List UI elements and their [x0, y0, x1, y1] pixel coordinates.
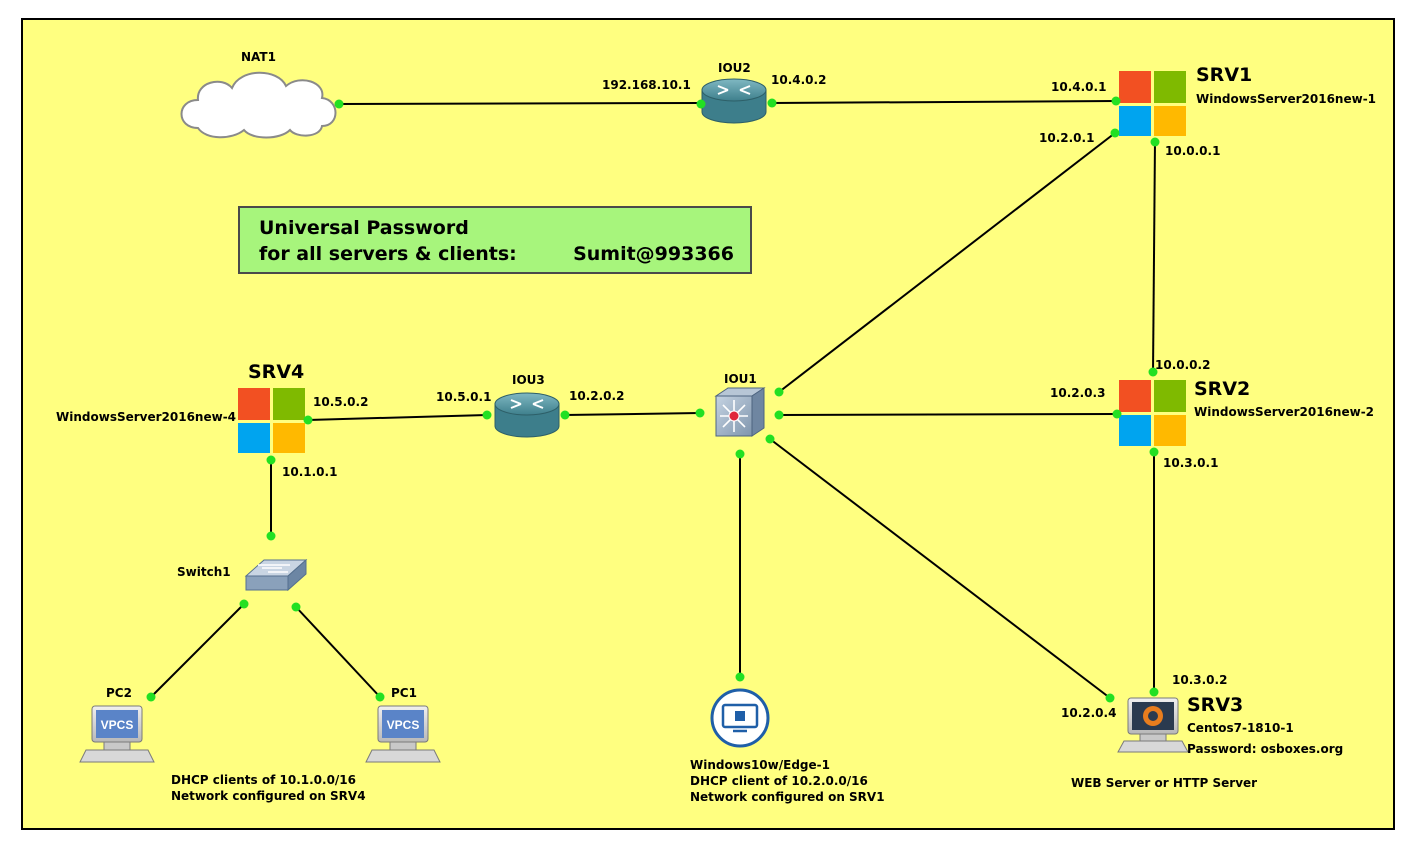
port-dot — [1149, 447, 1159, 457]
port-dot — [1149, 687, 1159, 697]
port-dot — [767, 98, 777, 108]
centos-computer-icon[interactable] — [1117, 697, 1189, 753]
node-label-nat1: NAT1 — [241, 50, 276, 64]
vpcs-computer-icon[interactable] — [79, 705, 155, 763]
node-label-pc2: PC2 — [106, 686, 132, 700]
ip-label: 10.0.0.1 — [1165, 144, 1221, 158]
port-dot — [1105, 693, 1115, 703]
ip-label: 10.0.0.2 — [1155, 358, 1211, 372]
node-label-srv4: SRV4 — [248, 361, 305, 383]
dhcp-note-line2: Network configured on SRV4 — [171, 789, 366, 803]
port-dot — [774, 410, 784, 420]
node-label-srv1: SRV1 — [1196, 64, 1253, 86]
link-iou1-srv2[interactable] — [778, 413, 1118, 416]
link-srv4-iou3[interactable] — [307, 414, 488, 421]
cloud-icon[interactable] — [180, 71, 337, 139]
node-label-iou2: IOU2 — [718, 61, 751, 75]
port-dot — [695, 408, 705, 418]
node-label-srv3: SRV3 — [1187, 694, 1244, 716]
link-nat1-iou2[interactable] — [338, 102, 701, 105]
link-switch1-pc2[interactable] — [150, 603, 245, 698]
port-dot — [375, 692, 385, 702]
node-label-iou3: IOU3 — [512, 373, 545, 387]
port-dot — [1150, 137, 1160, 147]
ip-label: 10.5.0.1 — [436, 390, 492, 404]
port-dot — [735, 449, 745, 459]
vpcs-badge: VPCS — [387, 718, 420, 732]
windows-logo-icon[interactable] — [238, 388, 305, 453]
links — [150, 100, 1156, 699]
host-label-srv2: WindowsServer2016new-2 — [1194, 405, 1375, 419]
port-dot — [560, 410, 570, 420]
ports — [146, 96, 1160, 703]
port-dot — [735, 672, 745, 682]
port-dot — [765, 434, 775, 444]
note-password: Sumit@993366 — [573, 243, 734, 265]
win10-desc-line2: Network configured on SRV1 — [690, 790, 885, 804]
link-iou1-srv3[interactable] — [769, 438, 1111, 699]
virtual-machine-icon[interactable] — [710, 688, 770, 748]
ip-label: 10.2.0.1 — [1039, 131, 1095, 145]
port-dot — [266, 455, 276, 465]
vpcs-computer-icon[interactable] — [365, 705, 441, 763]
ip-label: 10.3.0.1 — [1163, 456, 1219, 470]
port-dot — [291, 602, 301, 612]
node-label-switch1: Switch1 — [177, 565, 231, 579]
link-iou2-srv1[interactable] — [770, 100, 1117, 104]
port-dot — [266, 531, 276, 541]
port-dot — [1110, 128, 1120, 138]
ip-label: 10.3.0.2 — [1172, 673, 1228, 687]
win10-desc-line1: DHCP client of 10.2.0.0/16 — [690, 774, 868, 788]
ip-label: 10.1.0.1 — [282, 465, 338, 479]
note-subtitle: for all servers & clients: — [259, 243, 517, 265]
port-dot — [1112, 409, 1122, 419]
vpcs-badge: VPCS — [101, 718, 134, 732]
port-dot — [482, 410, 492, 420]
ip-label: 10.5.0.2 — [313, 395, 369, 409]
port-dot — [146, 692, 156, 702]
port-dot — [1111, 96, 1121, 106]
ip-label: 10.4.0.2 — [771, 73, 827, 87]
host-label-srv3: Centos7-1810-1 — [1187, 721, 1294, 735]
node-label-iou1: IOU1 — [724, 372, 757, 386]
node-label-pc1: PC1 — [391, 686, 417, 700]
role-label-srv3: WEB Server or HTTP Server — [1071, 776, 1258, 790]
ip-label: 10.2.0.4 — [1061, 706, 1117, 720]
port-dot — [1148, 367, 1158, 377]
port-dot — [774, 387, 784, 397]
windows-logo-icon[interactable] — [1119, 71, 1186, 136]
port-dot — [303, 415, 313, 425]
port-dot — [239, 599, 249, 609]
host-label-srv4: WindowsServer2016new-4 — [56, 410, 237, 424]
note-title: Universal Password — [259, 217, 469, 239]
ip-label: 10.4.0.1 — [1051, 80, 1107, 94]
switch-icon[interactable] — [244, 558, 308, 592]
dhcp-note-line1: DHCP clients of 10.1.0.0/16 — [171, 773, 357, 787]
host-label-srv1: WindowsServer2016new-1 — [1196, 92, 1377, 106]
port-dot — [696, 99, 706, 109]
password-label-srv3: Password: osboxes.org — [1187, 742, 1344, 756]
link-srv1-srv2[interactable] — [1152, 139, 1156, 374]
multilayer-switch-icon[interactable] — [714, 387, 766, 437]
router-icon[interactable] — [494, 392, 560, 438]
node-label-srv2: SRV2 — [1194, 378, 1251, 400]
ip-label: 10.2.0.2 — [569, 389, 625, 403]
link-iou3-iou1[interactable] — [564, 412, 701, 416]
ip-label: 10.2.0.3 — [1050, 386, 1106, 400]
link-srv1-iou1[interactable] — [778, 132, 1116, 393]
windows-logo-icon[interactable] — [1119, 380, 1186, 446]
password-note: Universal Password for all servers & cli… — [238, 206, 752, 274]
node-label-win10: Windows10w/Edge-1 — [690, 758, 830, 772]
link-switch1-pc1[interactable] — [295, 606, 381, 698]
port-dot — [334, 99, 344, 109]
router-icon[interactable] — [701, 78, 767, 124]
ip-label: 192.168.10.1 — [602, 78, 691, 92]
